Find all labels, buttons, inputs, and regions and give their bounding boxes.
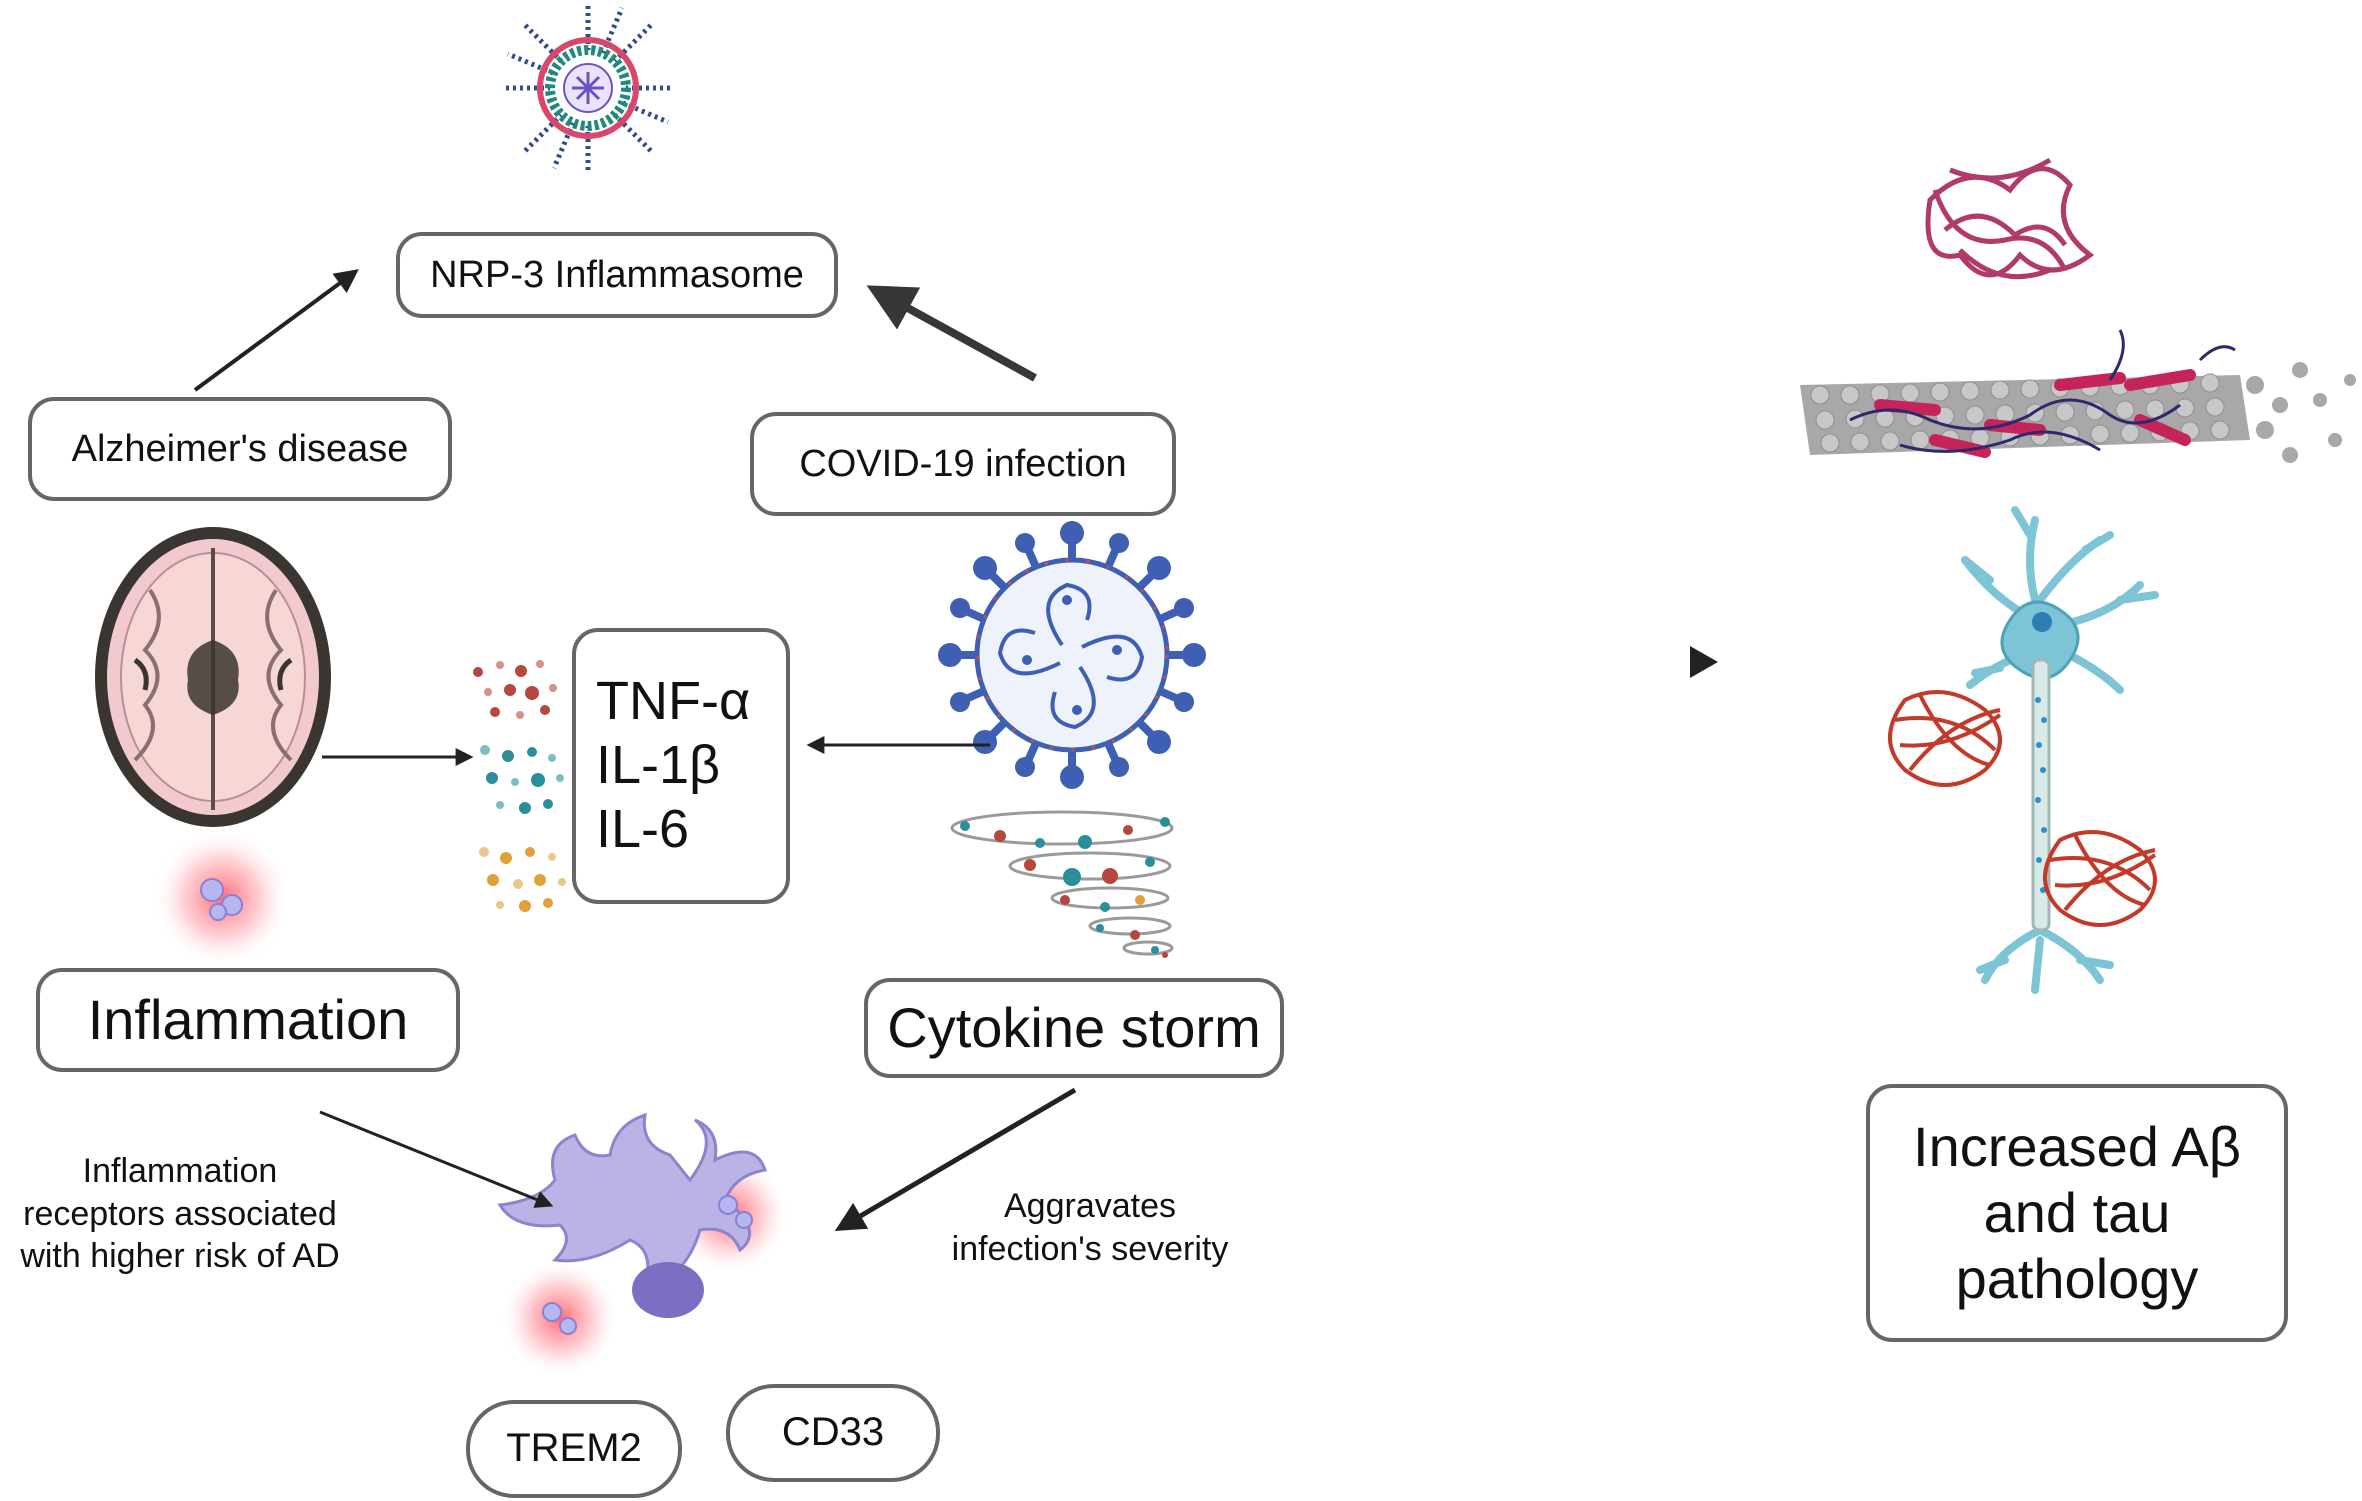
coronavirus-icon (938, 521, 1206, 789)
outcome-box: Increased Aβ and tau pathology (1866, 1084, 2288, 1342)
cytokine-dots-icon (473, 660, 566, 912)
inflammation-box: Inflammation (36, 968, 460, 1072)
aggravates-line-2: infection's severity (951, 1229, 1229, 1268)
amyloid-fibril-icon (1925, 157, 2095, 280)
neuron-icon (1961, 506, 2159, 994)
cytokine-storm-label: Cytokine storm (887, 995, 1261, 1059)
inflammation-cells-icon (152, 828, 292, 968)
covid-box: COVID-19 infection (750, 412, 1176, 516)
outcome-line-2: and tau (1983, 1180, 2171, 1244)
arrow-inflammation-to-microglia (319, 1110, 554, 1208)
cytokine-tnf: TNF-α (596, 671, 751, 732)
inflammasome-icon (503, 3, 673, 173)
receptors-line-3: with higher risk of AD (20, 1237, 340, 1275)
inflammation-label: Inflammation (87, 987, 409, 1051)
aggravates-line-1: Aggravates (1004, 1187, 1176, 1225)
alzheimers-box: Alzheimer's disease (28, 397, 452, 501)
cd33-box: CD33 (726, 1384, 940, 1482)
arrow-alzheimers-to-nrp3 (193, 269, 359, 392)
cytokine-storm-icon (950, 810, 1174, 958)
cd33-label: CD33 (781, 1410, 885, 1455)
microtubule-icon (1800, 329, 2356, 463)
arrow-covid-to-nrp3 (866, 285, 1037, 382)
arrow-storm-to-microglia (834, 1087, 1077, 1232)
nrp3-inflammasome-box: NRP-3 Inflammasome (396, 232, 838, 318)
aggravates-annotation: Aggravates infection's severity (900, 1185, 1280, 1270)
outcome-line-1: Increased Aβ (1913, 1114, 2241, 1178)
covid-label: COVID-19 infection (799, 442, 1127, 485)
receptors-annotation: Inflammation receptors associated with h… (0, 1150, 360, 1278)
cytokine-il1b: IL-1β (596, 735, 721, 796)
receptors-line-2: receptors associated (23, 1194, 337, 1233)
cytokine-storm-box: Cytokine storm (864, 978, 1284, 1078)
tau-tangle-icon (1888, 690, 2157, 927)
microglia-cell-icon (497, 1112, 790, 1378)
outcome-line-3: pathology (1955, 1247, 2199, 1311)
cytokine-il6: IL-6 (596, 798, 690, 859)
alzheimers-label: Alzheimer's disease (71, 427, 409, 470)
nrp3-label: NRP-3 Inflammasome (430, 253, 804, 296)
brain-scan-icon (95, 527, 331, 827)
arrow-to-outcome-head (1690, 646, 1718, 678)
trem2-box: TREM2 (466, 1400, 682, 1498)
receptors-line-1: Inflammation (82, 1152, 278, 1190)
cytokines-box: TNF-α IL-1β IL-6 (572, 628, 790, 904)
trem2-label: TREM2 (506, 1426, 642, 1471)
